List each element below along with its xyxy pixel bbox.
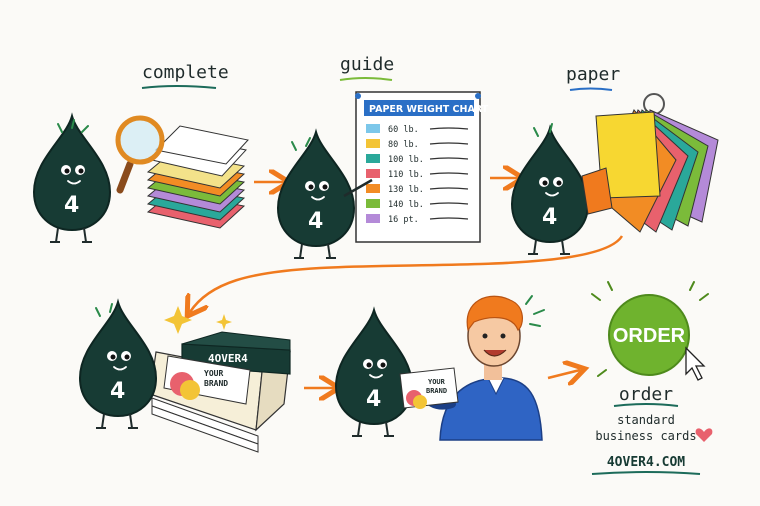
- card-box: 4OVER4 YOUR BRAND: [149, 331, 291, 453]
- step-complete-label: complete: [142, 62, 229, 83]
- order-button[interactable]: ORDER: [608, 294, 690, 376]
- order-heading: order: [619, 384, 673, 405]
- chart-swatch: [366, 154, 380, 163]
- order-button-label: ORDER: [613, 325, 686, 347]
- cursor-icon: [685, 346, 706, 381]
- mascot-drop-3: 4: [511, 127, 589, 255]
- sparkle-icon: [216, 314, 232, 330]
- mascot-number: 4: [366, 387, 381, 412]
- chart-scribble: [429, 187, 469, 190]
- step-paper-label: paper: [566, 64, 620, 85]
- chart-row-label: 140 lb.: [388, 200, 424, 210]
- mascot-number: 4: [64, 193, 79, 218]
- underline: [339, 77, 393, 81]
- heart-icon: [695, 428, 713, 442]
- chart-row-label: 60 lb.: [388, 125, 419, 135]
- step-guide: guide PAPER WEIGHT CHART 60 lb. 80 lb. 100…: [277, 54, 518, 259]
- step-paper: paper 4: [511, 64, 719, 255]
- mascot-number: 4: [110, 379, 125, 404]
- underline: [141, 85, 217, 89]
- chart-swatch: [366, 214, 380, 223]
- card-text-line1: YOUR: [428, 378, 446, 386]
- order-url[interactable]: 4OVER4.COM: [607, 455, 685, 470]
- chart-header: [364, 100, 474, 116]
- chart-row-label: 80 lb.: [388, 140, 419, 150]
- chart-swatch: [366, 124, 380, 133]
- underline: [569, 87, 613, 91]
- mascot-drop-1: 4: [33, 115, 111, 243]
- step-complete: complete 4: [33, 62, 284, 243]
- paper-swatch: [581, 167, 613, 215]
- chart-swatch: [366, 184, 380, 193]
- chart-row-label: 110 lb.: [388, 170, 424, 180]
- step-order: ORDER order standard business cards 4OVE…: [591, 281, 713, 475]
- card-text-line1: YOUR: [204, 369, 223, 378]
- flow-arrow: [547, 370, 580, 378]
- paper-weight-chart: PAPER WEIGHT CHART 60 lb. 80 lb. 100 lb. 11…: [355, 91, 489, 243]
- underline: [613, 403, 679, 407]
- chart-scribble: [429, 157, 469, 160]
- chart-row-label: 130 lb.: [388, 185, 424, 195]
- chart-scribble: [429, 142, 469, 145]
- order-line2: business cards: [595, 429, 696, 443]
- sparkle-icon: [164, 306, 192, 334]
- chart-swatch: [366, 139, 380, 148]
- card-text-line2: BRAND: [204, 379, 228, 388]
- step-handoff: 4 YOUR BRAND: [335, 295, 580, 441]
- flow-arrow-return: [190, 235, 624, 312]
- chart-rows: 60 lb. 80 lb. 100 lb. 110 lb. 130 lb. 140 lb.…: [366, 124, 469, 225]
- underline: [591, 471, 701, 475]
- order-line1: standard: [617, 413, 675, 427]
- mascot-number: 4: [542, 205, 557, 230]
- mascot-drop-5: 4: [335, 309, 413, 437]
- swatch-fan: [595, 93, 719, 233]
- customer-person: [424, 295, 543, 441]
- card-text-line2: BRAND: [426, 387, 447, 395]
- mascot-drop-4: 4: [79, 301, 157, 429]
- chart-swatch: [366, 199, 380, 208]
- paper-stack: [146, 125, 249, 229]
- pointer-stick: [343, 178, 373, 198]
- chart-row-label: 100 lb.: [388, 155, 424, 165]
- magnifying-glass-icon: [115, 115, 165, 194]
- chart-scribble: [429, 172, 469, 175]
- chart-scribble: [429, 217, 469, 220]
- chart-row-label: 16 pt.: [388, 215, 419, 225]
- step-guide-label: guide: [340, 54, 394, 75]
- chart-scribble: [429, 127, 469, 130]
- business-card: YOUR BRAND: [399, 367, 459, 409]
- box-brand: 4OVER4: [208, 352, 248, 365]
- mascot-drop-2: 4: [277, 131, 355, 259]
- chart-title: PAPER WEIGHT CHART: [369, 104, 489, 115]
- mascot-number: 4: [308, 209, 323, 234]
- step-box: 4OVER4 YOUR BRAND 4: [79, 301, 334, 453]
- chart-swatch: [366, 169, 380, 178]
- chart-scribble: [429, 202, 469, 205]
